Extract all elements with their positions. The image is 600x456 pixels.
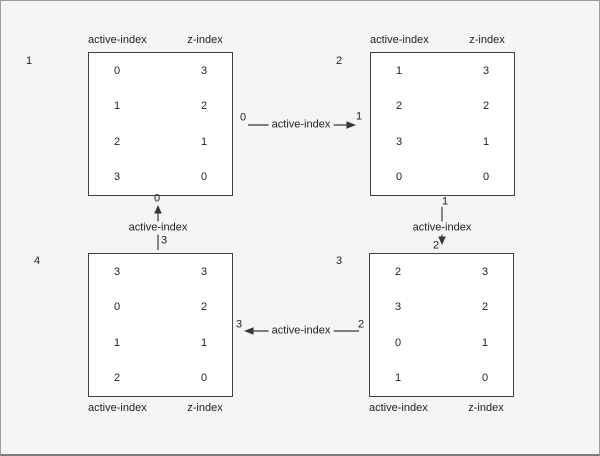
z-index-cell: 1 — [200, 135, 208, 148]
table-row: 3 3 — [89, 254, 232, 290]
left-arrowhead-icon — [244, 327, 254, 335]
active-index-cell: 2 — [113, 372, 121, 385]
z-index-cell: 1 — [200, 336, 208, 349]
transition-left-label: active-index — [268, 324, 334, 338]
state-3-column-headers: active-index z-index — [369, 401, 514, 415]
transition-right-label: active-index — [268, 118, 334, 132]
z-index-cell: 2 — [200, 301, 208, 314]
z-index-cell: 2 — [200, 100, 208, 113]
active-index-cell: 0 — [395, 171, 403, 184]
z-index-cell: 3 — [200, 64, 208, 77]
table-row: 0 2 — [89, 290, 232, 326]
down-arrowhead-icon — [438, 236, 446, 245]
active-index-cell: 1 — [394, 372, 402, 385]
table-row: 3 0 — [89, 160, 232, 196]
active-index-cell: 0 — [113, 64, 121, 77]
table-row: 3 2 — [370, 290, 513, 326]
z-index-cell: 2 — [482, 100, 490, 113]
active-index-cell: 3 — [395, 135, 403, 148]
transition-left-from-value: 2 — [357, 318, 365, 331]
state-2-number: 2 — [335, 55, 343, 67]
active-index-header: active-index — [369, 402, 428, 414]
active-index-cell: 2 — [395, 100, 403, 113]
z-index-cell: 0 — [200, 171, 208, 184]
z-index-cell: 0 — [200, 372, 208, 385]
active-index-cell: 2 — [113, 135, 121, 148]
state-3-number: 3 — [335, 255, 343, 267]
active-index-cell: 1 — [395, 64, 403, 77]
z-index-cell: 3 — [481, 265, 489, 278]
table-row: 0 0 — [371, 160, 514, 196]
transition-down-label: active-index — [409, 221, 475, 235]
transition-down-from-value: 1 — [441, 195, 449, 208]
transition-down-to-value: 2 — [432, 239, 440, 252]
z-index-cell: 1 — [481, 336, 489, 349]
table-row: 1 3 — [371, 53, 514, 89]
z-index-header: z-index — [468, 402, 504, 414]
active-index-cell: 1 — [113, 336, 121, 349]
table-row: 2 3 — [370, 254, 513, 290]
z-index-cell: 3 — [200, 265, 208, 278]
active-index-header: active-index — [370, 34, 429, 46]
state-4-number: 4 — [33, 255, 41, 267]
state-4-table: 3 3 0 2 1 1 2 0 — [88, 253, 233, 397]
transition-right-to-value: 1 — [355, 110, 363, 123]
z-index-cell: 3 — [482, 64, 490, 77]
up-arrowhead-icon — [154, 205, 162, 214]
table-row: 1 1 — [89, 325, 232, 361]
active-index-header: active-index — [88, 402, 147, 414]
table-row: 3 1 — [371, 124, 514, 160]
active-index-cell: 1 — [113, 100, 121, 113]
transition-up-label: active-index — [125, 221, 191, 235]
state-1-table: 0 3 1 2 2 1 3 0 — [88, 52, 233, 196]
state-2-column-headers: active-index z-index — [370, 33, 515, 47]
state-3-table: 2 3 3 2 0 1 1 0 — [369, 253, 514, 397]
active-index-cell: 2 — [394, 265, 402, 278]
state-2-table: 1 3 2 2 3 1 0 0 — [370, 52, 515, 196]
active-index-cell: 3 — [394, 301, 402, 314]
transition-up-from-value: 3 — [160, 234, 168, 247]
z-index-header: z-index — [187, 402, 223, 414]
transition-right-from-value: 0 — [239, 111, 247, 124]
transition-left-to-value: 3 — [235, 318, 243, 331]
active-index-cell: 3 — [113, 265, 121, 278]
table-row: 2 1 — [89, 124, 232, 160]
state-1-column-headers: active-index z-index — [88, 33, 233, 47]
table-row: 1 0 — [370, 361, 513, 397]
state-4-column-headers: active-index z-index — [88, 401, 233, 415]
table-row: 0 1 — [370, 325, 513, 361]
table-row: 1 2 — [89, 89, 232, 125]
z-index-cell: 0 — [481, 372, 489, 385]
active-index-cell: 3 — [113, 171, 121, 184]
transition-up-to-value: 0 — [153, 192, 161, 205]
z-index-header: z-index — [469, 34, 505, 46]
z-index-cell: 0 — [482, 171, 490, 184]
table-row: 0 3 — [89, 53, 232, 89]
table-row: 2 2 — [371, 89, 514, 125]
z-index-header: z-index — [187, 34, 223, 46]
state-1-number: 1 — [25, 55, 33, 67]
active-index-cell: 0 — [394, 336, 402, 349]
z-index-cell: 2 — [481, 301, 489, 314]
active-index-cell: 0 — [113, 301, 121, 314]
z-index-cell: 1 — [482, 135, 490, 148]
table-row: 2 0 — [89, 361, 232, 397]
right-arrowhead-icon — [346, 121, 356, 129]
active-index-header: active-index — [88, 34, 147, 46]
